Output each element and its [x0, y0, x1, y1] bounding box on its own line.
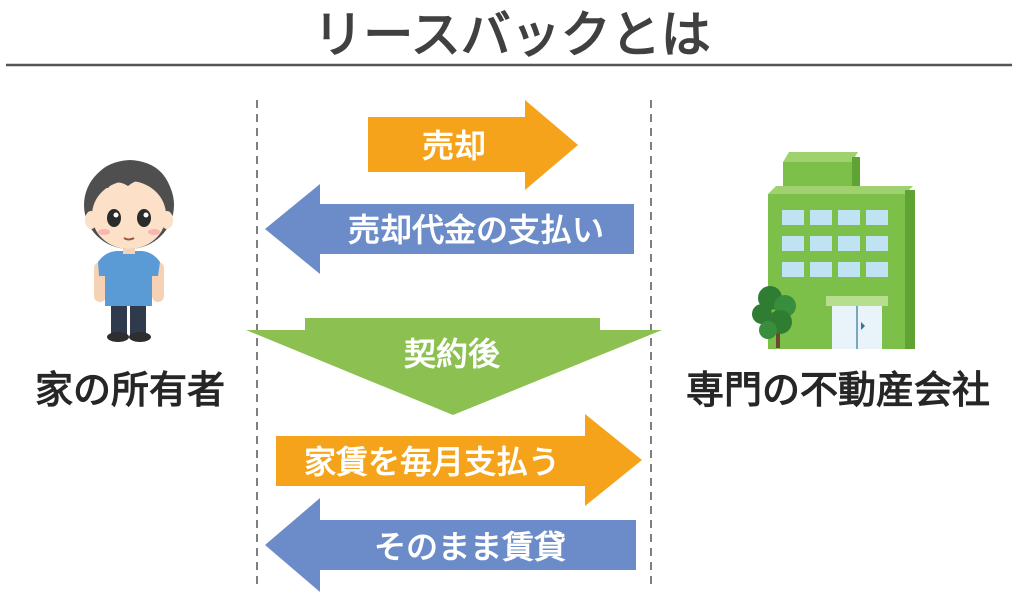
after-contract-arrow: 契約後 — [246, 318, 662, 415]
page-title: リースバックとは — [313, 6, 711, 64]
payment-arrow: 売却代金の支払い — [265, 184, 634, 274]
person-icon — [84, 160, 174, 342]
company-label: 専門の不動産会社 — [686, 368, 990, 412]
after-contract-label: 契約後 — [404, 335, 501, 373]
owner-label: 家の所有者 — [35, 368, 225, 412]
payment-arrow-shape — [265, 184, 634, 274]
sale-arrow: 売却 — [368, 100, 578, 190]
lease-arrow: そのまま賃貸 — [265, 498, 636, 592]
rent-label: 家賃を毎月支払う — [304, 443, 560, 481]
tree-icon — [752, 286, 796, 348]
rent-arrow: 家賃を毎月支払う — [276, 414, 642, 506]
sale-arrow-shape — [368, 100, 578, 190]
rent-arrow-shape — [276, 414, 642, 506]
payment-label: 売却代金の支払い — [348, 211, 604, 249]
sale-label: 売却 — [422, 127, 486, 165]
lease-arrow-shape — [265, 498, 636, 592]
after-contract-arrow-shape — [246, 318, 662, 415]
lease-label: そのまま賃貸 — [374, 528, 566, 566]
